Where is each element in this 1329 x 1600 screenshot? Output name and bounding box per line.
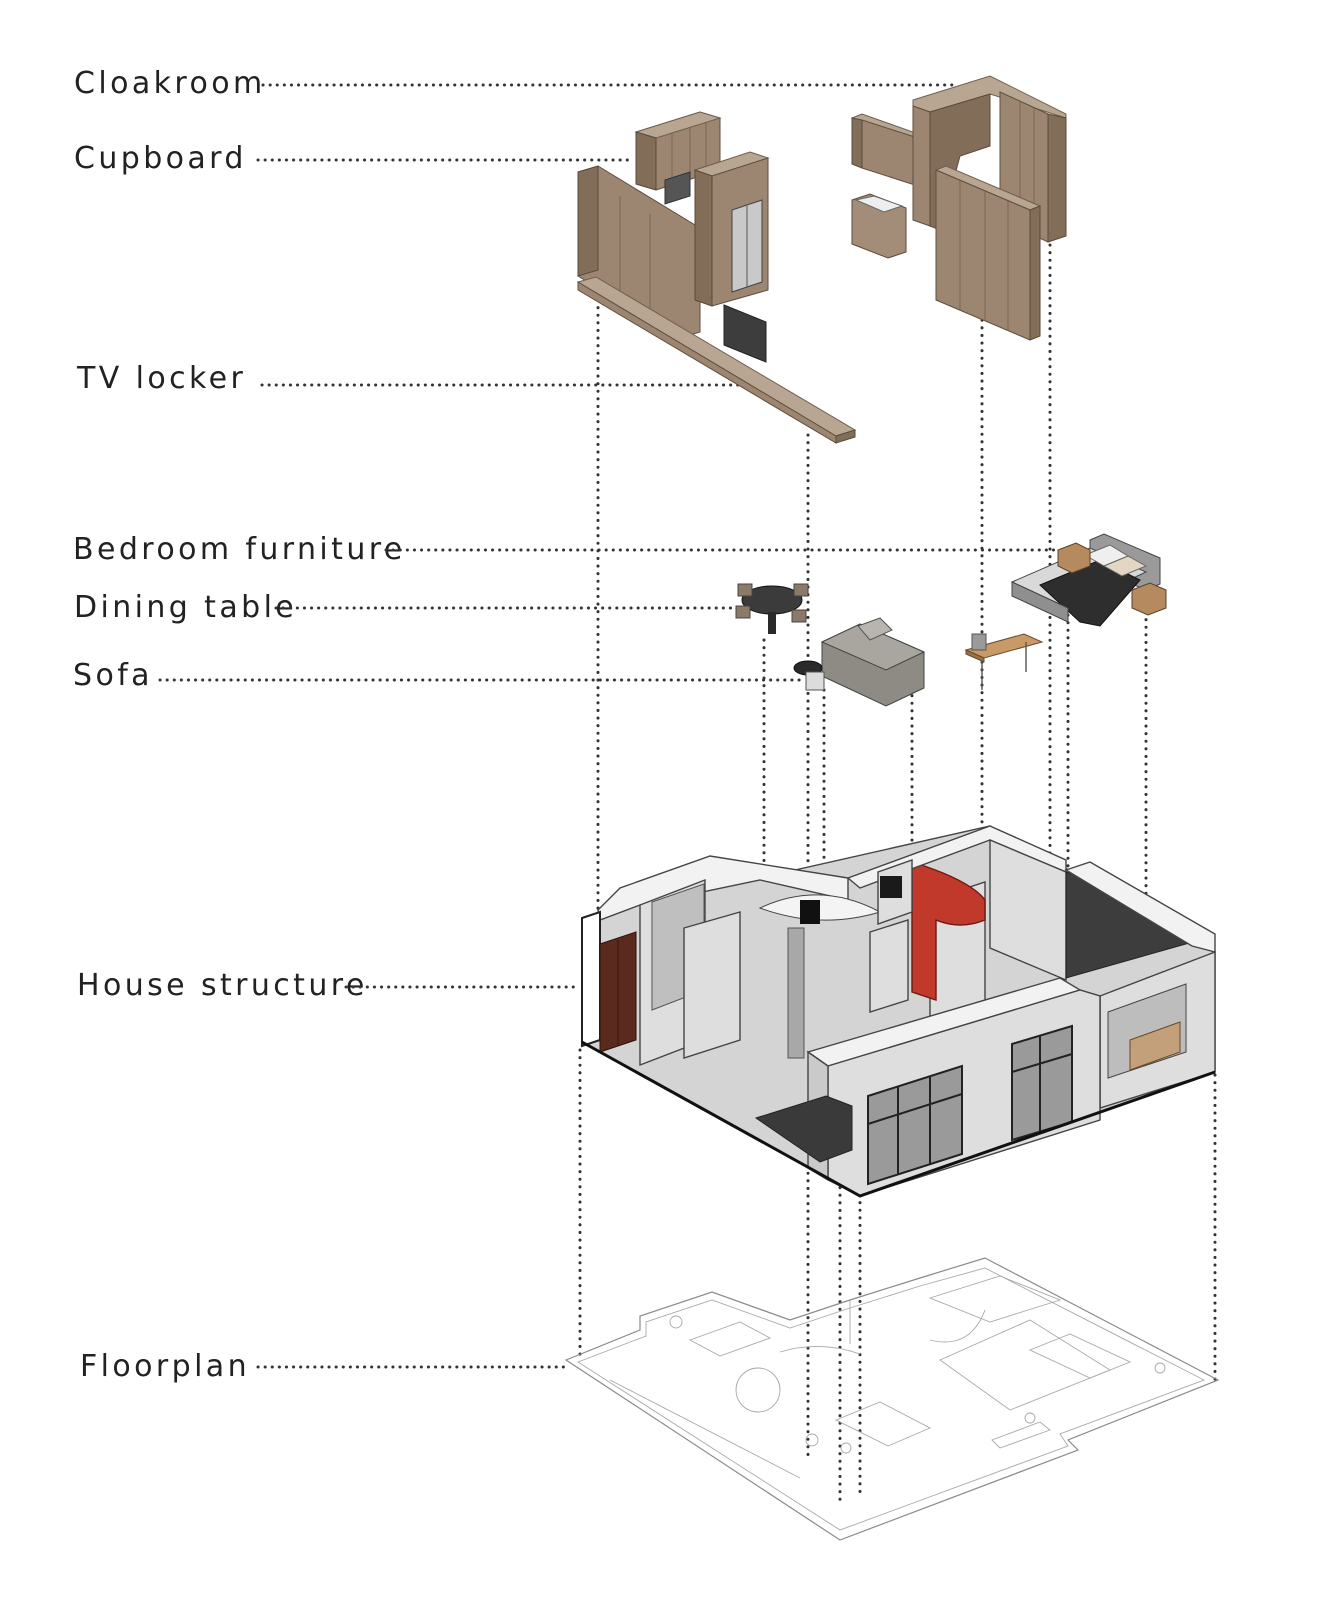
sofa-cushion bbox=[857, 617, 893, 641]
nightstand-right bbox=[1131, 582, 1167, 616]
rug bbox=[754, 1095, 853, 1163]
chair bbox=[735, 605, 751, 619]
desk-model bbox=[964, 633, 1044, 690]
desk-chair bbox=[971, 633, 987, 651]
wardrobe-side bbox=[1047, 113, 1067, 243]
labels-group: Cloakroom Cupboard TV locker Bedroom fur… bbox=[73, 66, 406, 1384]
wardrobe-side bbox=[1029, 205, 1041, 341]
label-sofa: Sofa bbox=[73, 658, 153, 693]
window-transom bbox=[867, 1093, 963, 1125]
sink-cabinet bbox=[851, 193, 907, 259]
label-dining-table: Dining table bbox=[74, 590, 297, 625]
plan-cabinet bbox=[688, 1321, 772, 1357]
tv-screen bbox=[723, 304, 767, 363]
label-floorplan: Floorplan bbox=[80, 1349, 250, 1384]
cupboard-model bbox=[576, 111, 857, 444]
dark-niche bbox=[880, 876, 902, 898]
sofa-model bbox=[793, 617, 926, 707]
floorplan-inner-outline bbox=[577, 1267, 1206, 1531]
label-cloakroom: Cloakroom bbox=[74, 66, 266, 101]
plan-side-table bbox=[840, 1442, 852, 1454]
label-house-structure: House structure bbox=[77, 968, 368, 1003]
counter-appliance bbox=[800, 900, 820, 924]
floorplan-outline bbox=[564, 1257, 1220, 1541]
pillow bbox=[1102, 555, 1148, 577]
column bbox=[787, 927, 805, 1059]
wall-face bbox=[989, 838, 1067, 982]
sofa-seat bbox=[820, 623, 926, 671]
plan-bed bbox=[1028, 1333, 1132, 1379]
window-seat bbox=[1129, 1021, 1181, 1071]
plan-curved-counter bbox=[779, 1346, 861, 1355]
cabinet-side bbox=[694, 169, 713, 307]
sink bbox=[854, 195, 904, 213]
plan-dining-table bbox=[735, 1367, 781, 1413]
left-wall-edge bbox=[581, 910, 601, 1048]
dining-table-model bbox=[735, 583, 809, 634]
red-accent-wall bbox=[911, 861, 986, 1001]
floorplan-model bbox=[564, 1257, 1220, 1541]
tv-locker-front bbox=[577, 281, 837, 444]
range-hood bbox=[664, 171, 691, 205]
label-tv-locker: TV locker bbox=[76, 361, 246, 396]
desk-edge bbox=[965, 649, 985, 663]
table-base bbox=[768, 612, 776, 634]
nightstand-left bbox=[1057, 542, 1091, 574]
plan-wall-line bbox=[609, 1379, 801, 1479]
cabinet-side bbox=[635, 131, 657, 191]
cabinet-side bbox=[577, 165, 599, 277]
leader-lines bbox=[158, 83, 1060, 1369]
plan-room bbox=[939, 1319, 1111, 1411]
plan-sofa bbox=[834, 1401, 932, 1447]
bed-frame-front bbox=[1011, 581, 1069, 623]
plan-desk bbox=[991, 1421, 1051, 1449]
wardrobe-face bbox=[912, 105, 931, 227]
chair bbox=[737, 583, 753, 597]
bed-model bbox=[1010, 533, 1167, 627]
bedroom-front-window bbox=[1011, 1024, 1073, 1142]
tv-locker-end bbox=[835, 429, 856, 444]
house-structure-model bbox=[581, 825, 1216, 1198]
cabinet-side bbox=[851, 117, 863, 169]
label-cupboard: Cupboard bbox=[74, 141, 247, 176]
chair bbox=[793, 583, 809, 597]
wall-face bbox=[869, 919, 909, 1013]
plan-curved-wall bbox=[929, 1309, 986, 1343]
plan-lamp bbox=[1154, 1362, 1166, 1374]
cloakroom-model bbox=[850, 75, 1067, 341]
plan-column bbox=[805, 1433, 819, 1447]
wall-face bbox=[683, 911, 741, 1059]
window-transom bbox=[1011, 1053, 1073, 1073]
side-table-base bbox=[805, 671, 825, 691]
plan-wardrobe bbox=[928, 1275, 1062, 1323]
plan-stove bbox=[669, 1315, 683, 1329]
plan-plant bbox=[1024, 1412, 1036, 1424]
label-bedroom-furniture: Bedroom furniture bbox=[73, 532, 406, 567]
wall-top bbox=[1064, 861, 1216, 953]
chair bbox=[791, 609, 807, 623]
floor-edge bbox=[581, 1040, 1216, 1198]
